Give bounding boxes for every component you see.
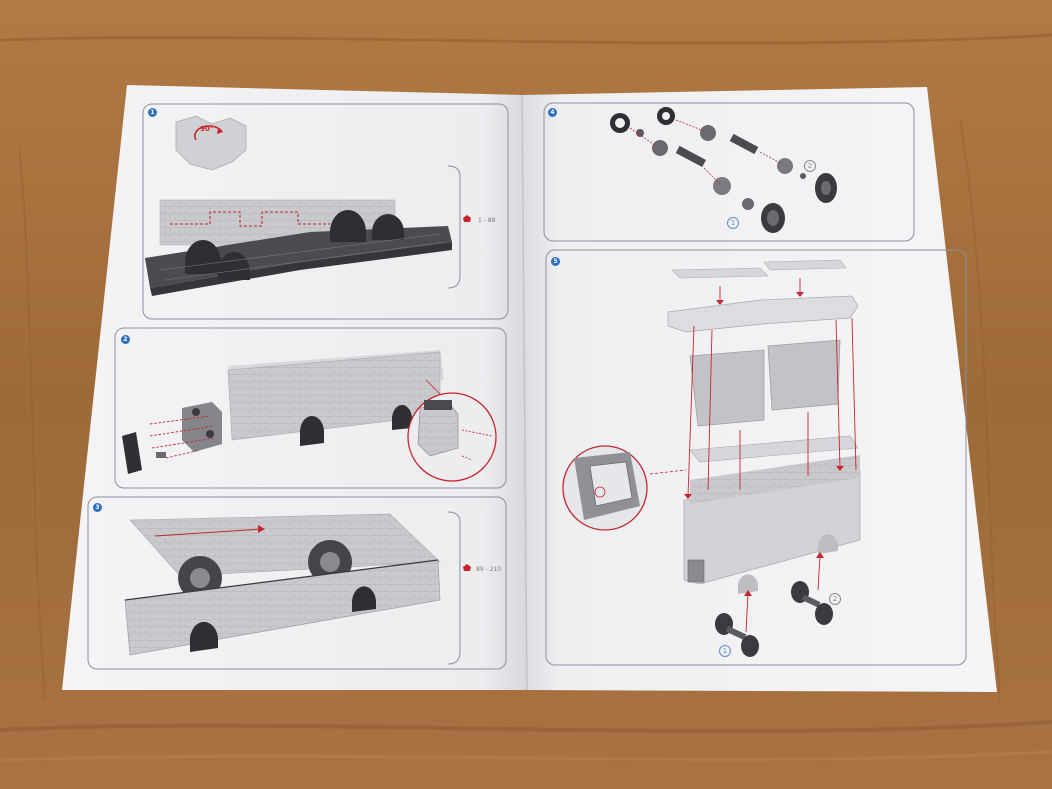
step-5-callout-1: 1 — [719, 645, 731, 657]
step-3-piece-range: 89 - 210 — [476, 566, 502, 573]
step-5-illustration — [562, 259, 861, 657]
folded-piece — [175, 115, 247, 171]
rotation-label: 90° — [200, 125, 214, 133]
axle-2 — [791, 581, 833, 625]
puzzle-piece-icon — [463, 215, 471, 222]
step-1-number: 1 — [148, 108, 157, 117]
step-4-panel — [543, 102, 915, 242]
step-3-number: 3 — [93, 503, 102, 512]
step-4-callout-2: 2 — [804, 160, 816, 172]
lid-frame — [667, 295, 859, 333]
puzzle-piece-icon — [463, 564, 471, 571]
step-5-callout-2: 2 — [829, 593, 841, 605]
step-3-illustration — [124, 511, 471, 665]
step-4-number: 4 — [548, 108, 557, 117]
step-1-piece-range: 1 - 88 — [478, 217, 496, 224]
step-1-panel — [142, 103, 509, 320]
bin-right — [767, 339, 841, 411]
step-4-illustration — [610, 107, 837, 233]
step-5-number: 5 — [551, 257, 560, 266]
panel-outlines — [87, 102, 967, 670]
step-1-illustration — [145, 115, 471, 296]
door-piece — [122, 432, 142, 474]
step-2-number: 2 — [121, 335, 130, 344]
step-4-callout-1: 1 — [727, 217, 739, 229]
step-5-panel — [545, 249, 967, 666]
side-plate — [182, 402, 222, 452]
axle-1 — [715, 613, 759, 657]
wheel-assembly-bottom — [657, 107, 837, 203]
bin-left — [689, 349, 765, 427]
step-2-panel — [114, 327, 507, 489]
step-2-illustration — [122, 350, 497, 482]
step-3-panel — [87, 496, 507, 670]
wheel-assembly-top — [610, 113, 785, 233]
